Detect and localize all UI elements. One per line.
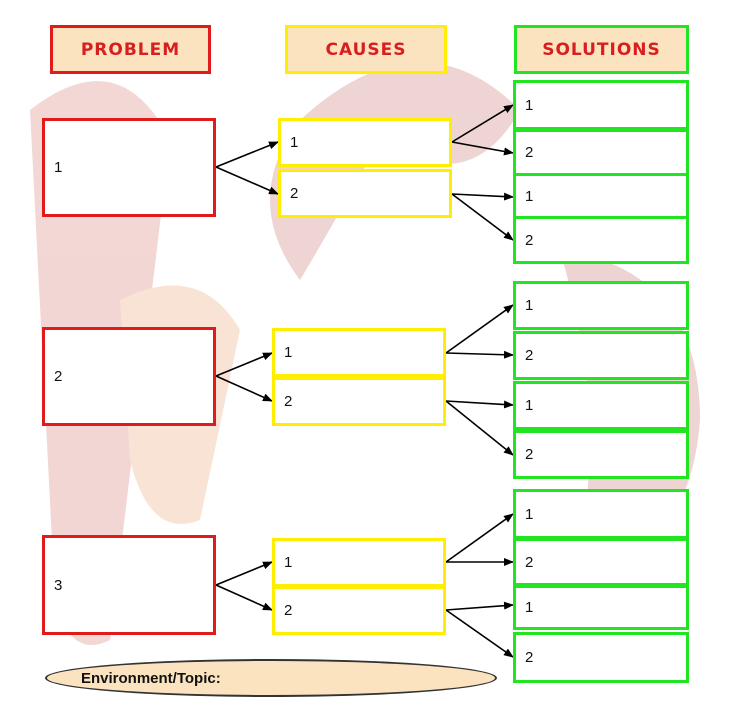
solutions-header: SOLUTIONS — [514, 25, 689, 74]
solution-box-1-1-1[interactable]: 1 — [513, 80, 689, 130]
solution-box-3-1-1[interactable]: 1 — [513, 489, 689, 539]
cause-box-3-2[interactable]: 2 — [272, 586, 446, 635]
solution-box-1-1-2[interactable]: 2 — [513, 129, 689, 176]
solution-box-1-2-1[interactable]: 1 — [513, 173, 689, 220]
cause-box-3-1[interactable]: 1 — [272, 538, 446, 587]
solution-box-1-2-2[interactable]: 2 — [513, 216, 689, 264]
problem-box-2[interactable]: 2 — [42, 327, 216, 426]
problem-box-3[interactable]: 3 — [42, 535, 216, 635]
cause-box-2-1[interactable]: 1 — [272, 328, 446, 377]
problem-box-1[interactable]: 1 — [42, 118, 216, 217]
solution-box-3-2-2[interactable]: 2 — [513, 632, 689, 683]
environment-topic-field[interactable]: Environment/Topic: — [45, 659, 497, 697]
cause-box-1-2[interactable]: 2 — [278, 169, 452, 218]
solution-box-2-1-1[interactable]: 1 — [513, 281, 689, 330]
causes-header: CAUSES — [285, 25, 447, 74]
solution-box-3-1-2[interactable]: 2 — [513, 538, 689, 586]
solution-box-2-2-2[interactable]: 2 — [513, 430, 689, 479]
problem-header: PROBLEM — [50, 25, 211, 74]
solution-box-2-1-2[interactable]: 2 — [513, 331, 689, 380]
solution-box-3-2-1[interactable]: 1 — [513, 585, 689, 630]
cause-box-1-1[interactable]: 1 — [278, 118, 452, 167]
cause-box-2-2[interactable]: 2 — [272, 377, 446, 426]
environment-topic-label: Environment/Topic: — [81, 669, 221, 687]
solution-box-2-2-1[interactable]: 1 — [513, 381, 689, 430]
